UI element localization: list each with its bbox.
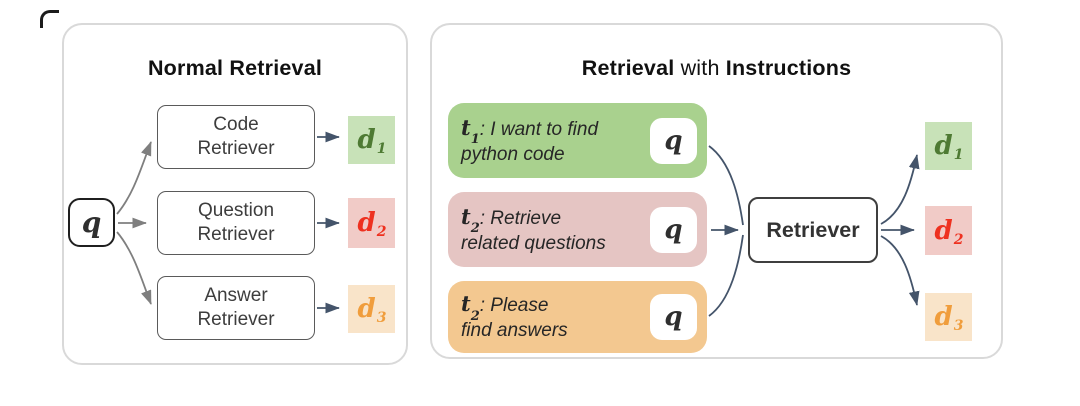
doc-letter: d [934, 215, 953, 246]
retriever-label-line1: Code [213, 114, 259, 135]
instruction-card-orange: t2: Please find answers q [448, 281, 707, 353]
doc-letter: d [357, 208, 376, 238]
cropped-corner-artifact [40, 10, 59, 28]
code-retriever-box: Code Retriever [157, 105, 315, 169]
question-retriever-box: Question Retriever [157, 191, 315, 255]
answer-retriever-box: Answer Retriever [157, 276, 315, 340]
instruction-card-green: t1: I want to find python code q [448, 103, 707, 178]
query-letter: q [81, 206, 102, 239]
instructed-retrieval-title: Retrieval with Instructions [432, 56, 1001, 81]
instruction-card-pink: t2: Retrieve related questions q [448, 192, 707, 267]
query-letter: q [664, 302, 683, 332]
instruction-line1-rest: : Please [479, 295, 549, 316]
doc-letter: d [357, 125, 376, 155]
instruction-subscript: 2 [470, 221, 480, 237]
query-chip: q [650, 117, 697, 164]
instruction-symbol: t [461, 203, 471, 229]
retriever-label-line2: Retriever [197, 224, 275, 245]
instruction-line1: t2: Retrieve [461, 203, 606, 236]
instruction-text: t1: I want to find python code [461, 115, 598, 167]
retriever-label-line2: Retriever [197, 309, 275, 330]
instruction-symbol: t [461, 291, 471, 316]
instruction-line1: t1: I want to find [461, 114, 599, 147]
retriever-label-line1: Question [197, 200, 275, 221]
unified-retriever-box: Retriever [748, 197, 878, 263]
instruction-subscript: 1 [470, 132, 480, 148]
instruction-text: t2: Please find answers [461, 291, 568, 343]
retriever-label: Retriever [766, 217, 860, 242]
instruction-subscript: 2 [470, 308, 480, 324]
query-letter: q [664, 214, 683, 245]
title-bold-2: Instructions [725, 55, 852, 80]
retriever-label-line1: Answer [204, 285, 268, 306]
instruction-symbol: t [461, 114, 471, 140]
title-bold-1: Retrieval [581, 55, 675, 80]
doc-letter: d [934, 131, 953, 161]
instruction-line1-rest: : I want to find [479, 118, 599, 140]
query-node: q [68, 198, 115, 247]
retriever-label-line2: Retriever [197, 138, 275, 159]
query-letter: q [664, 125, 683, 156]
instruction-line1: t2: Please [461, 291, 568, 323]
instruction-text: t2: Retrieve related questions [461, 204, 606, 256]
instruction-line1-rest: : Retrieve [479, 207, 562, 229]
query-chip: q [650, 294, 697, 340]
doc-letter: d [934, 302, 953, 332]
instruction-line2: python code [461, 143, 565, 165]
normal-retrieval-title: Normal Retrieval [147, 55, 323, 80]
title-regular: with [674, 55, 726, 80]
instruction-line2: related questions [461, 232, 606, 254]
query-chip: q [650, 206, 697, 253]
instruction-line2: find answers [461, 320, 568, 341]
doc-letter: d [357, 294, 376, 324]
